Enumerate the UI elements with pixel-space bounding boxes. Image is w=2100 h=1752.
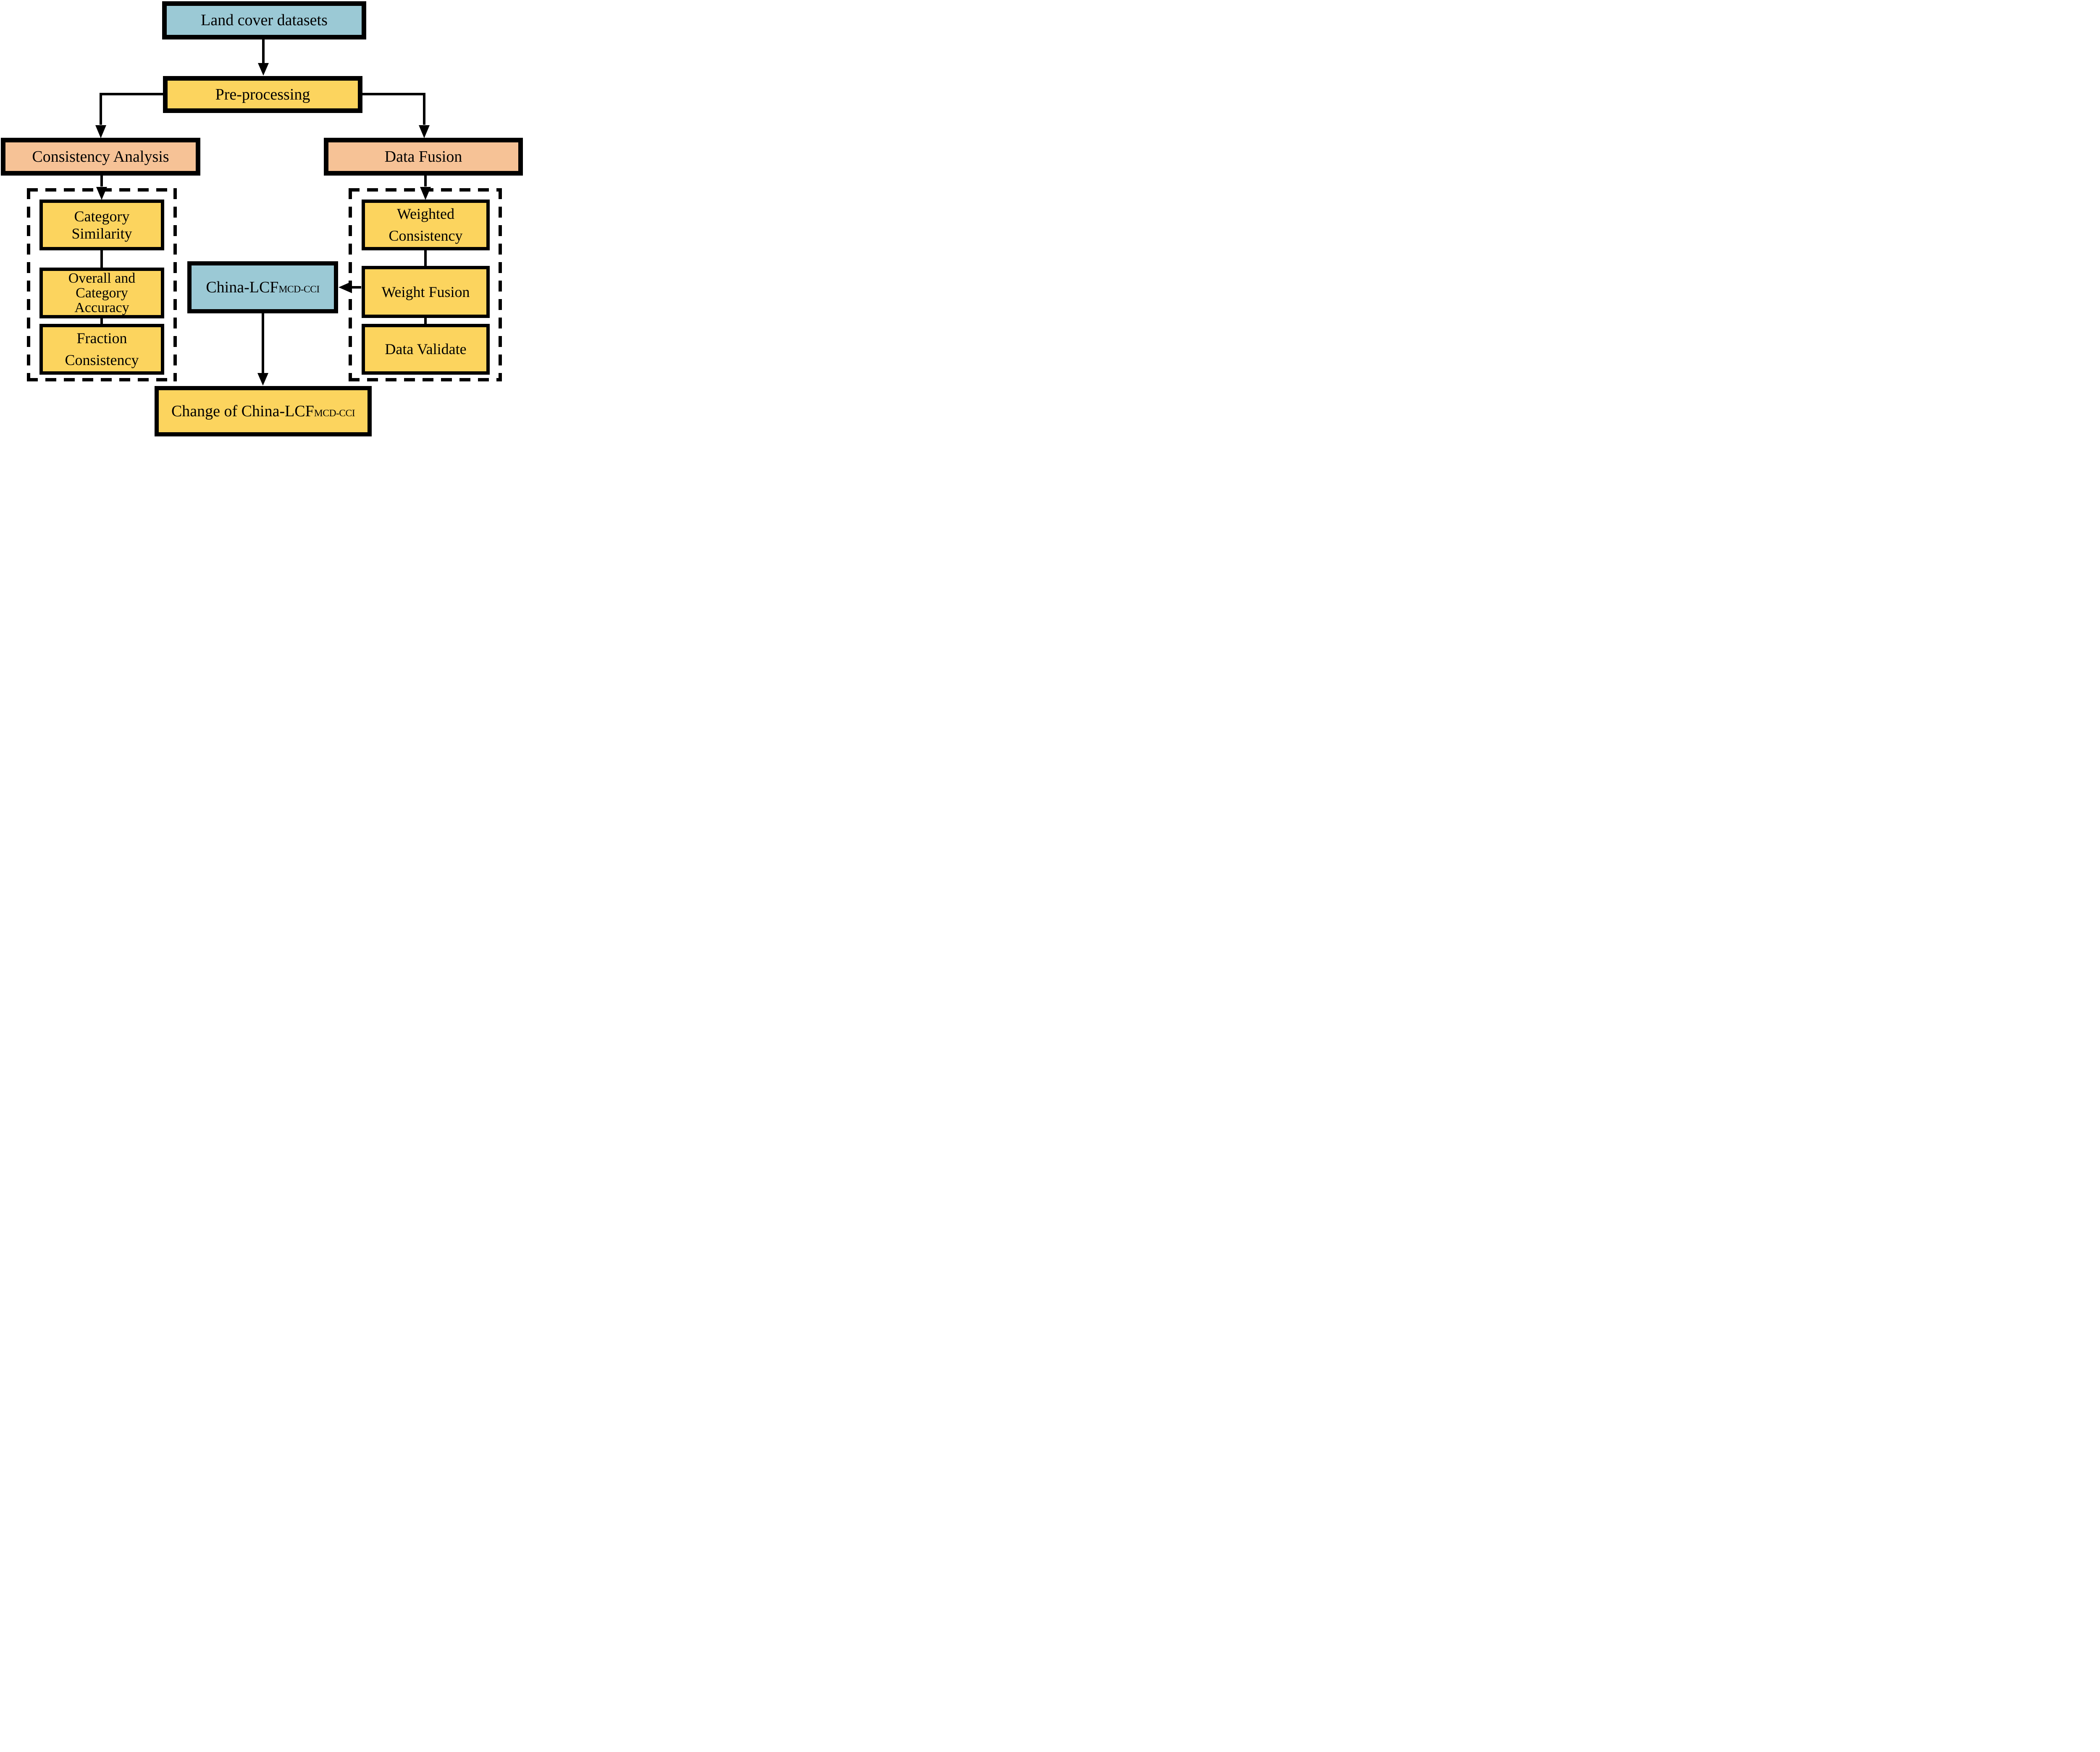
node-label: Weighted Consistency bbox=[388, 205, 463, 244]
node-label-subscript: MCD-CCI bbox=[278, 284, 320, 295]
node-label: Pre-processing bbox=[215, 85, 310, 103]
arrowhead-down-icon bbox=[258, 63, 269, 76]
arrowhead-down-icon bbox=[420, 187, 431, 200]
connector-pre-to-consistency-analysis bbox=[95, 93, 164, 138]
node-label-base: Change of China-LCF bbox=[171, 402, 314, 420]
node-label-subscript: MCD-CCI bbox=[314, 407, 355, 419]
connector-layer bbox=[95, 38, 431, 386]
node-label: Fraction Consistency bbox=[65, 330, 139, 368]
connector-pre-to-data-fusion bbox=[362, 93, 430, 138]
node-fraction-consistency: Fraction Consistency bbox=[39, 324, 164, 375]
node-overall-and-category-accuracy: Overall and Category Accuracy bbox=[39, 268, 164, 318]
arrowhead-down-icon bbox=[95, 125, 106, 138]
node-weight-fusion: Weight Fusion bbox=[362, 266, 490, 318]
node-change-of-china-lcf-mcd-cci: Change of China-LCFMCD-CCI bbox=[155, 386, 372, 436]
node-label: Overall and Category Accuracy bbox=[68, 270, 136, 316]
node-label: Category Similarity bbox=[71, 208, 132, 242]
flowchart-canvas: Land cover datasets Pre-processing Consi… bbox=[0, 0, 525, 438]
node-label: Change of China-LCFMCD-CCI bbox=[171, 402, 355, 421]
node-data-fusion: Data Fusion bbox=[324, 138, 523, 176]
node-weighted-consistency: Weighted Consistency bbox=[362, 200, 490, 250]
node-consistency-analysis: Consistency Analysis bbox=[1, 138, 200, 176]
arrowhead-down-icon bbox=[419, 125, 430, 138]
connector-land-to-pre bbox=[258, 38, 269, 76]
node-china-lcf-mcd-cci: China-LCFMCD-CCI bbox=[187, 261, 338, 313]
node-land-cover-datasets: Land cover datasets bbox=[162, 1, 366, 39]
connector-consistency-to-category-similarity bbox=[96, 175, 107, 200]
node-pre-processing: Pre-processing bbox=[163, 76, 362, 113]
node-category-similarity: Category Similarity bbox=[39, 200, 164, 250]
node-label-base: China-LCF bbox=[206, 278, 279, 296]
connector-weight-fusion-to-china-lcf bbox=[339, 281, 361, 293]
node-label: Data Fusion bbox=[384, 147, 462, 165]
node-label: Consistency Analysis bbox=[32, 147, 169, 165]
connector-china-lcf-to-change bbox=[257, 312, 268, 386]
arrowhead-down-icon bbox=[257, 373, 268, 386]
node-label: Weight Fusion bbox=[381, 283, 470, 300]
node-data-validate: Data Validate bbox=[362, 324, 490, 375]
arrowhead-left-icon bbox=[339, 281, 352, 293]
node-label: Land cover datasets bbox=[201, 11, 328, 29]
node-label: Data Validate bbox=[385, 341, 467, 358]
arrowhead-down-icon bbox=[96, 187, 107, 200]
connector-data-fusion-to-weighted bbox=[420, 175, 431, 200]
node-label: China-LCFMCD-CCI bbox=[206, 278, 320, 297]
